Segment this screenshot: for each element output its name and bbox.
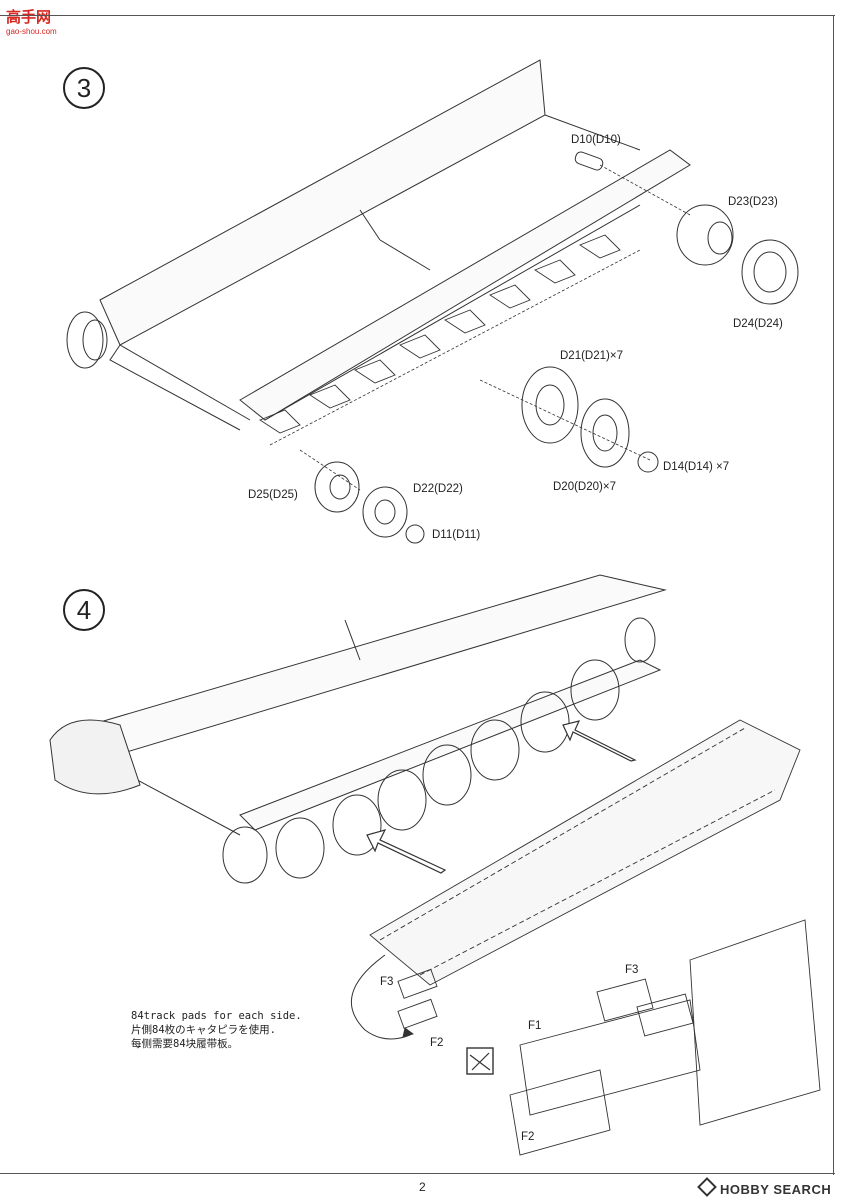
part-label-d11: D11(D11) [432,529,481,541]
step-number-4: 4 [63,589,105,631]
page-frame-right [833,15,834,1175]
page-frame-top [0,15,835,16]
hobby-search-text: HOBBY SEARCH [720,1182,832,1197]
part-label-d23: D23(D23) [728,196,778,208]
track-note: 84track pads for each side. 片側84枚のキャタピラを… [131,1009,302,1051]
part-label-f3-small: F3 [380,976,394,988]
hobby-search-logo: HOBBY SEARCH [697,1177,832,1197]
part-label-f2-detail: F2 [521,1131,535,1143]
part-label-d25: D25(D25) [248,489,298,501]
watermark-logo: 高手网 gao-shou.com [6,6,57,36]
part-label-d24: D24(D24) [733,318,783,330]
track-note-en: 84track pads for each side. [131,1010,302,1022]
part-label-d20: D20(D20)×7 [553,481,616,493]
step3-parts-drawing [314,151,799,544]
page-number: 2 [419,1180,426,1194]
track-note-zh: 每侧需要84块履带板。 [131,1038,239,1050]
part-label-f2-small: F2 [430,1037,444,1049]
watermark-url: gao-shou.com [6,27,57,36]
hobby-search-mark-icon [697,1177,717,1197]
step4-link-detail-drawing [397,919,821,1156]
part-label-d21: D21(D21)×7 [560,350,623,362]
step4-hull-drawing [49,574,667,884]
track-note-ja: 片側84枚のキャタピラを使用. [131,1024,276,1036]
watermark-brand: 高手网 [6,9,52,26]
step4-track-drawing [350,719,801,1040]
part-label-d10: D10(D10) [571,134,621,146]
step-number-3: 3 [63,67,105,109]
part-label-f1-detail: F1 [528,1020,542,1032]
step3-hull-drawing [66,59,691,491]
part-label-d14: D14(D14) ×7 [663,461,730,473]
page-frame-bottom [0,1173,835,1174]
part-label-d22: D22(D22) [413,483,463,495]
part-label-f3-detail: F3 [625,964,639,976]
